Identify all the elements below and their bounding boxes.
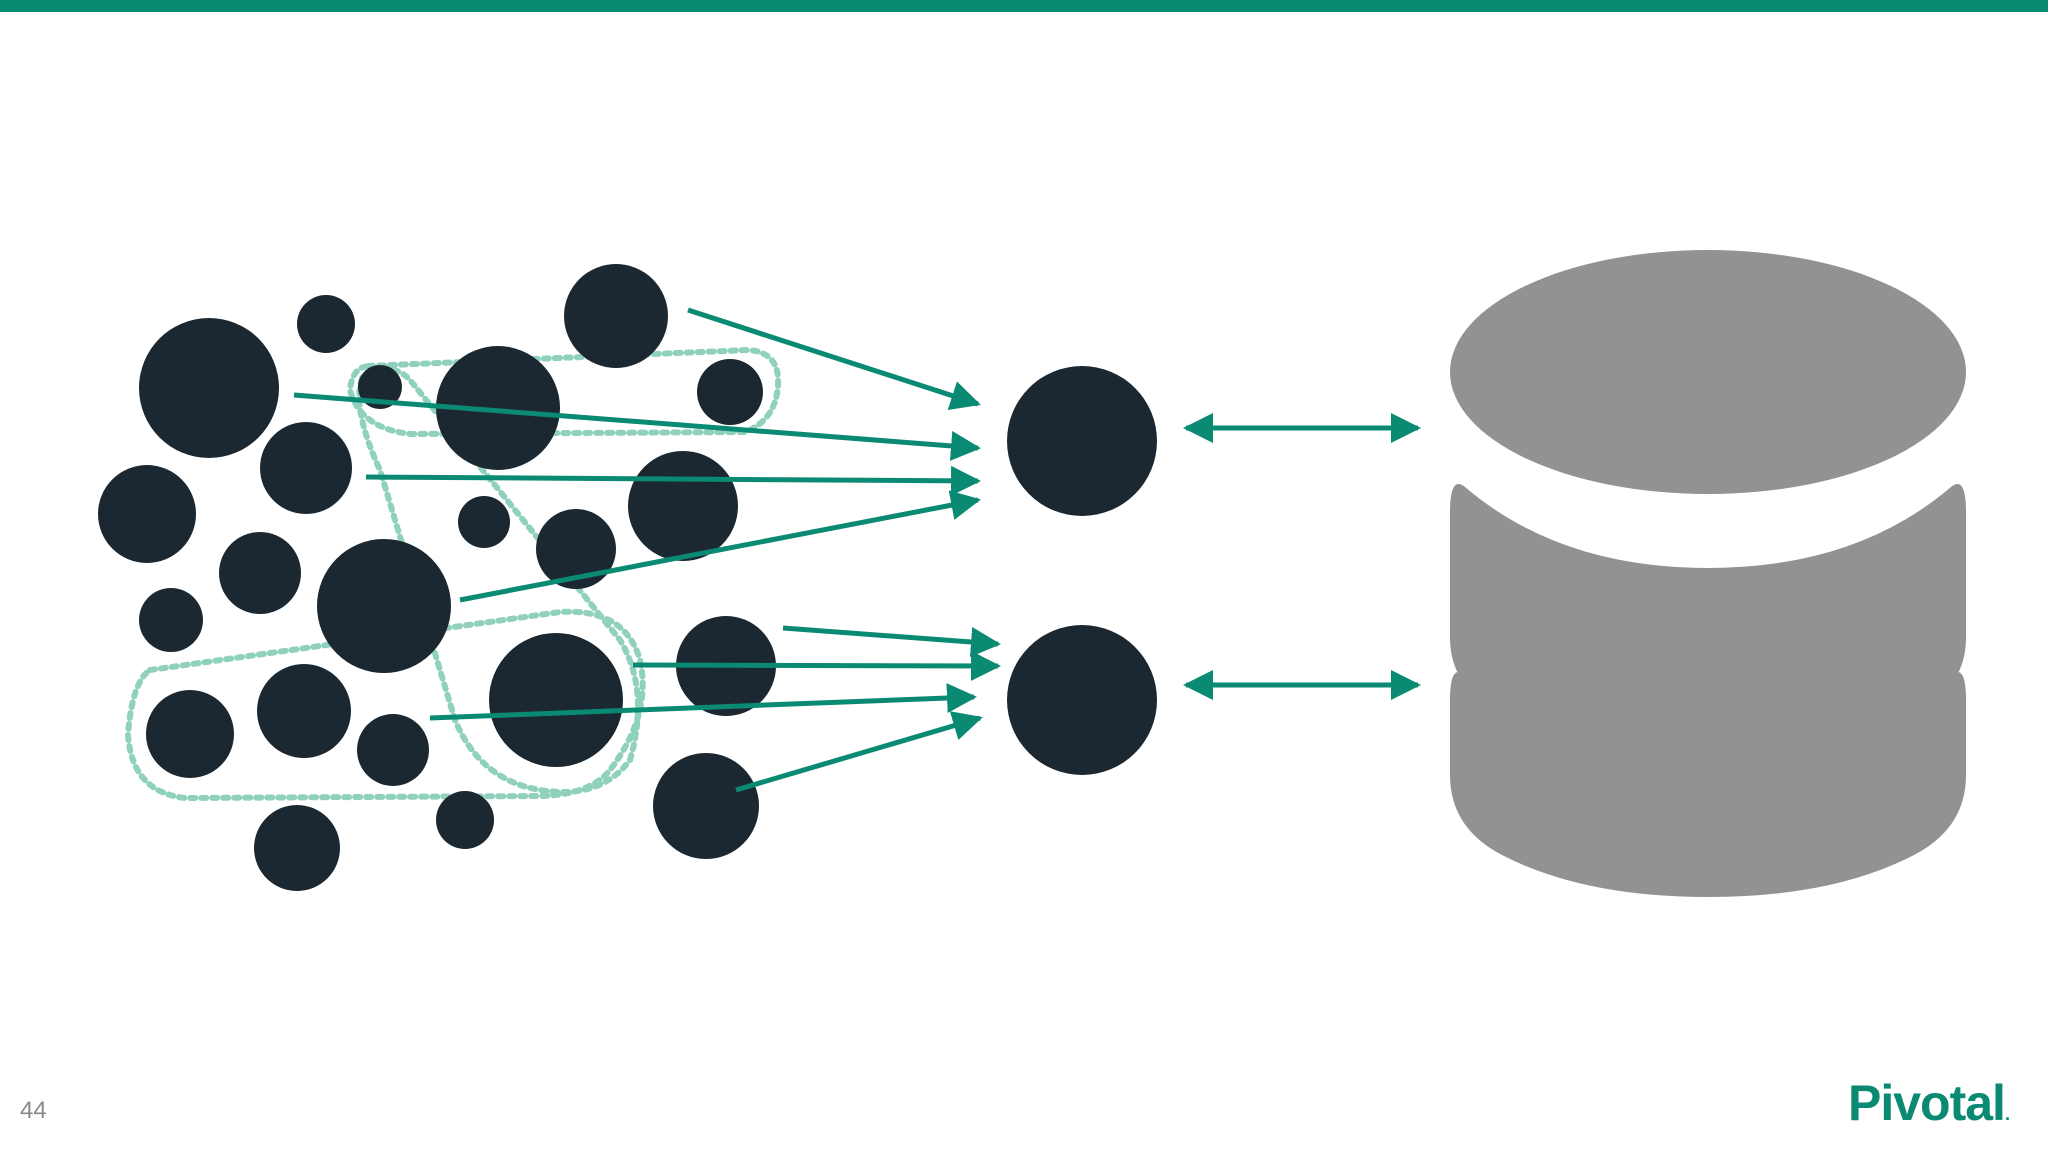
microservice-dot [297,295,355,353]
request-arrow [293,392,981,461]
microservice-dot [317,539,451,673]
microservice-dot [436,791,494,849]
database-bottom-disk [1450,672,1966,897]
microservice-dot [254,805,340,891]
logo-dot-icon: . [2004,1104,2010,1124]
microservice-dot [436,346,560,470]
request-arrow [429,683,977,721]
request-arrow [365,465,981,496]
service-node-top [1007,366,1157,516]
microservice-dot [219,532,301,614]
pivotal-logo: Pivotal. [1848,1074,2010,1132]
slide-number: 44 [20,1097,47,1124]
dashed-group-outline [124,608,646,802]
microservice-dot [357,714,429,786]
request-arrow [632,650,1001,681]
request-arrow [782,625,1001,657]
microservice-dot [139,588,203,652]
microservice-dot [260,422,352,514]
microservice-dot [139,318,279,458]
microservice-dot [536,509,616,589]
microservice-dot [653,753,759,859]
microservice-dot [697,359,763,425]
service-node-bottom [1007,625,1157,775]
microservices-cluster [98,264,776,891]
microservice-dot [458,496,510,548]
database-top-disk [1450,250,1966,494]
request-arrow [687,307,981,410]
logo-text: Pivotal [1848,1075,2006,1131]
connection-arrows [293,307,1001,793]
microservice-dot [257,664,351,758]
microservice-dot [489,633,623,767]
microservice-dot [628,451,738,561]
microservice-dot [358,365,402,409]
microservice-dot [564,264,668,368]
database-icon [1450,250,1966,897]
microservice-dot [98,465,196,563]
top-accent-bar [0,0,2048,12]
dashed-group-outline [346,346,782,438]
microservice-dot [146,690,234,778]
request-arrow [459,490,981,603]
database-middle-disk [1450,484,1966,758]
request-arrow [735,711,983,793]
